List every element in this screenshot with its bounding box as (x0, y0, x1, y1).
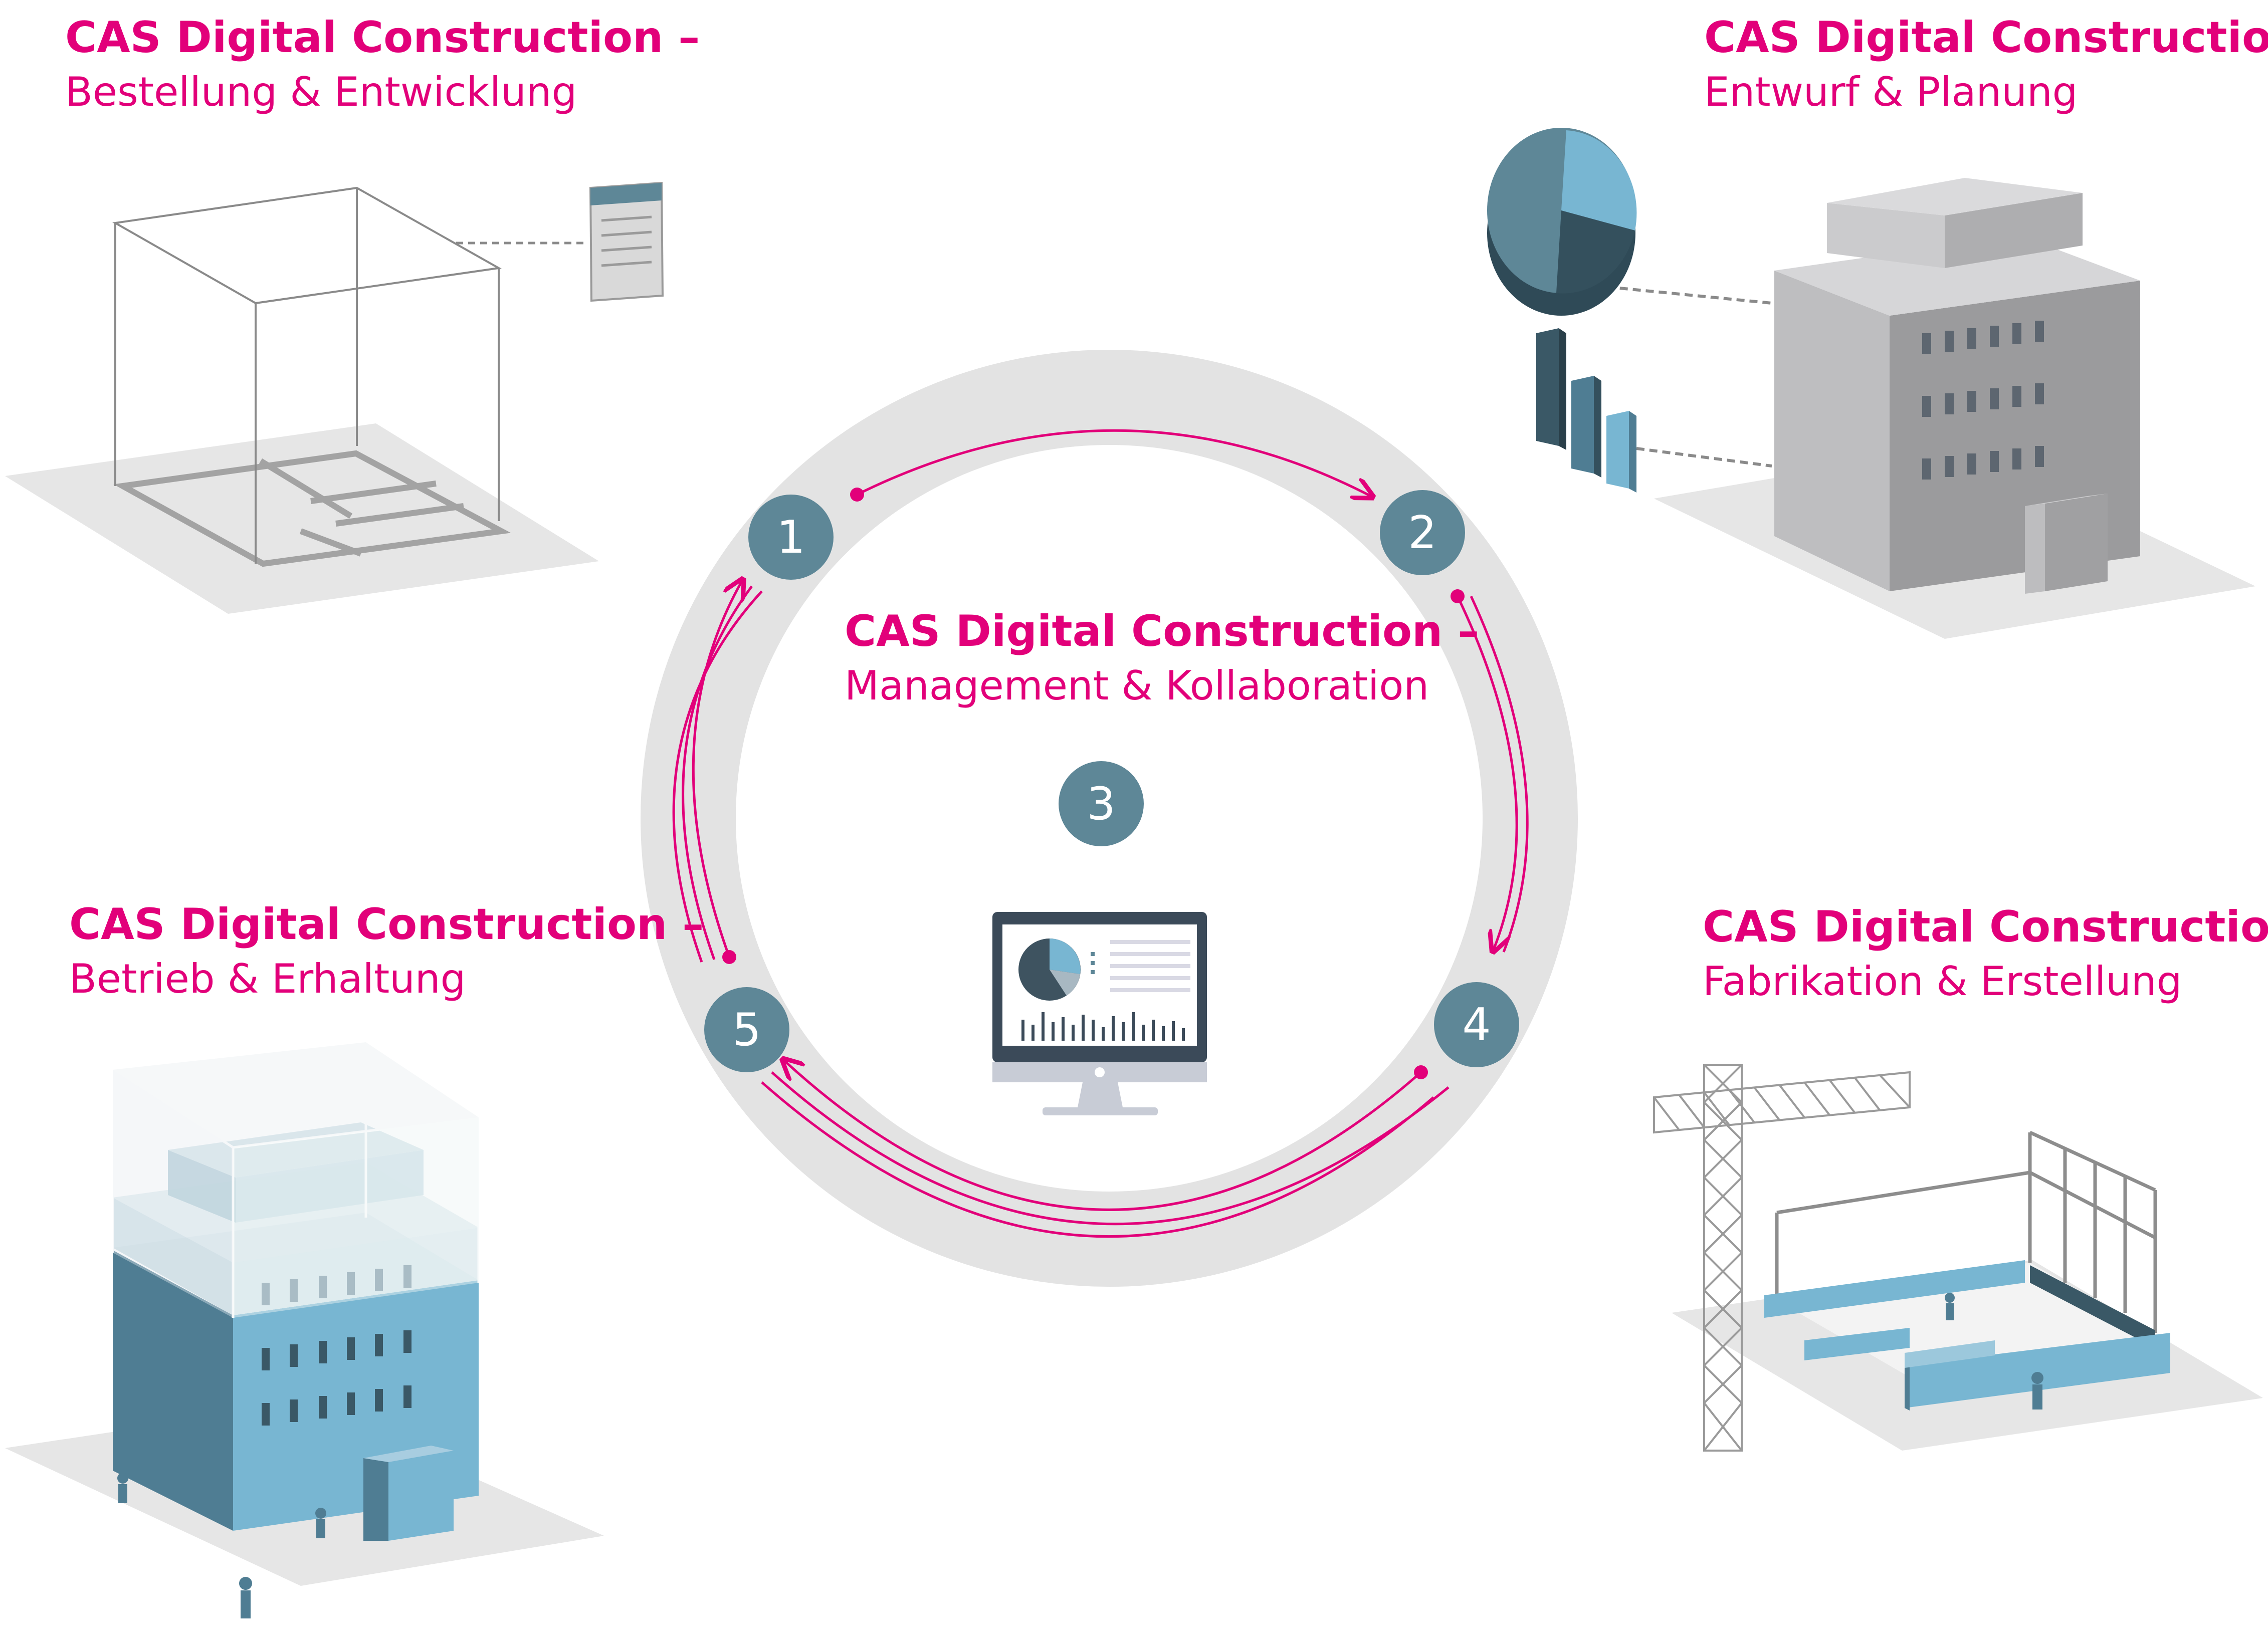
step-badge-4: 4 (1434, 982, 1519, 1067)
step-number-5: 5 (732, 1004, 761, 1056)
label-order-development: CAS Digital Construction – Bestellung & … (65, 10, 700, 118)
person-icon (117, 1473, 326, 1618)
arrow-2-to-4 (1456, 595, 1518, 950)
step-badge-5: 5 (704, 987, 789, 1072)
label-title: CAS Digital Construction – (1704, 13, 2268, 63)
label-fabrication-construction: CAS Digital Construction – Fabrikation &… (1703, 899, 2268, 1008)
label-design-planning: CAS Digital Construction – Entwurf & Pla… (1704, 10, 2268, 118)
label-title: CAS Digital Construction – (69, 899, 704, 950)
person-icon (1945, 1293, 2043, 1410)
arrow-start-dot (1414, 1065, 1428, 1079)
label-subtitle: Entwurf & Planung (1704, 68, 2078, 115)
step-badge-2: 2 (1380, 490, 1465, 575)
design-planning-illustration (1487, 128, 2255, 639)
flow-arrows (672, 429, 1529, 1238)
label-operation-maintenance: CAS Digital Construction – Betrieb & Erh… (69, 897, 704, 1005)
label-title: CAS Digital Construction – (65, 13, 700, 63)
step-badge-3: 3 (1059, 761, 1144, 846)
operation-maintenance-illustration (5, 1041, 604, 1618)
document-icon (589, 181, 664, 302)
arrow-1-to-2 (856, 429, 1371, 496)
label-subtitle: Management & Kollaboration (845, 662, 1429, 709)
bar-chart-icon (1536, 328, 1636, 493)
ground-plane (5, 423, 599, 614)
step-badge-1: 1 (748, 495, 834, 580)
crane-icon (1653, 1064, 1911, 1452)
step-number-1: 1 (776, 511, 805, 564)
step-number-3: 3 (1087, 778, 1115, 830)
step-number-4: 4 (1462, 999, 1491, 1051)
label-title: CAS Digital Construction – (845, 606, 1480, 656)
label-management-collaboration: CAS Digital Construction – Management & … (845, 604, 1479, 712)
arrow-5-to-1 (692, 581, 742, 958)
step-badges: 1 2 3 4 5 (704, 490, 1519, 1072)
arrow-start-dot (850, 488, 864, 502)
step-number-2: 2 (1408, 507, 1436, 559)
label-subtitle: Betrieb & Erhaltung (69, 955, 466, 1002)
label-subtitle: Fabrikation & Erstellung (1703, 958, 2182, 1005)
monitor-icon (992, 912, 1207, 1115)
label-title: CAS Digital Construction – (1703, 902, 2268, 952)
pie-chart-icon (1487, 128, 1637, 316)
label-subtitle: Bestellung & Entwicklung (65, 68, 577, 115)
order-development-illustration (5, 181, 664, 614)
arrow-start-dot (722, 950, 736, 964)
fabrication-construction-illustration (1653, 1064, 2263, 1452)
arrow-start-dot (1451, 589, 1465, 603)
arrow-4-to-5 (784, 1061, 1422, 1211)
